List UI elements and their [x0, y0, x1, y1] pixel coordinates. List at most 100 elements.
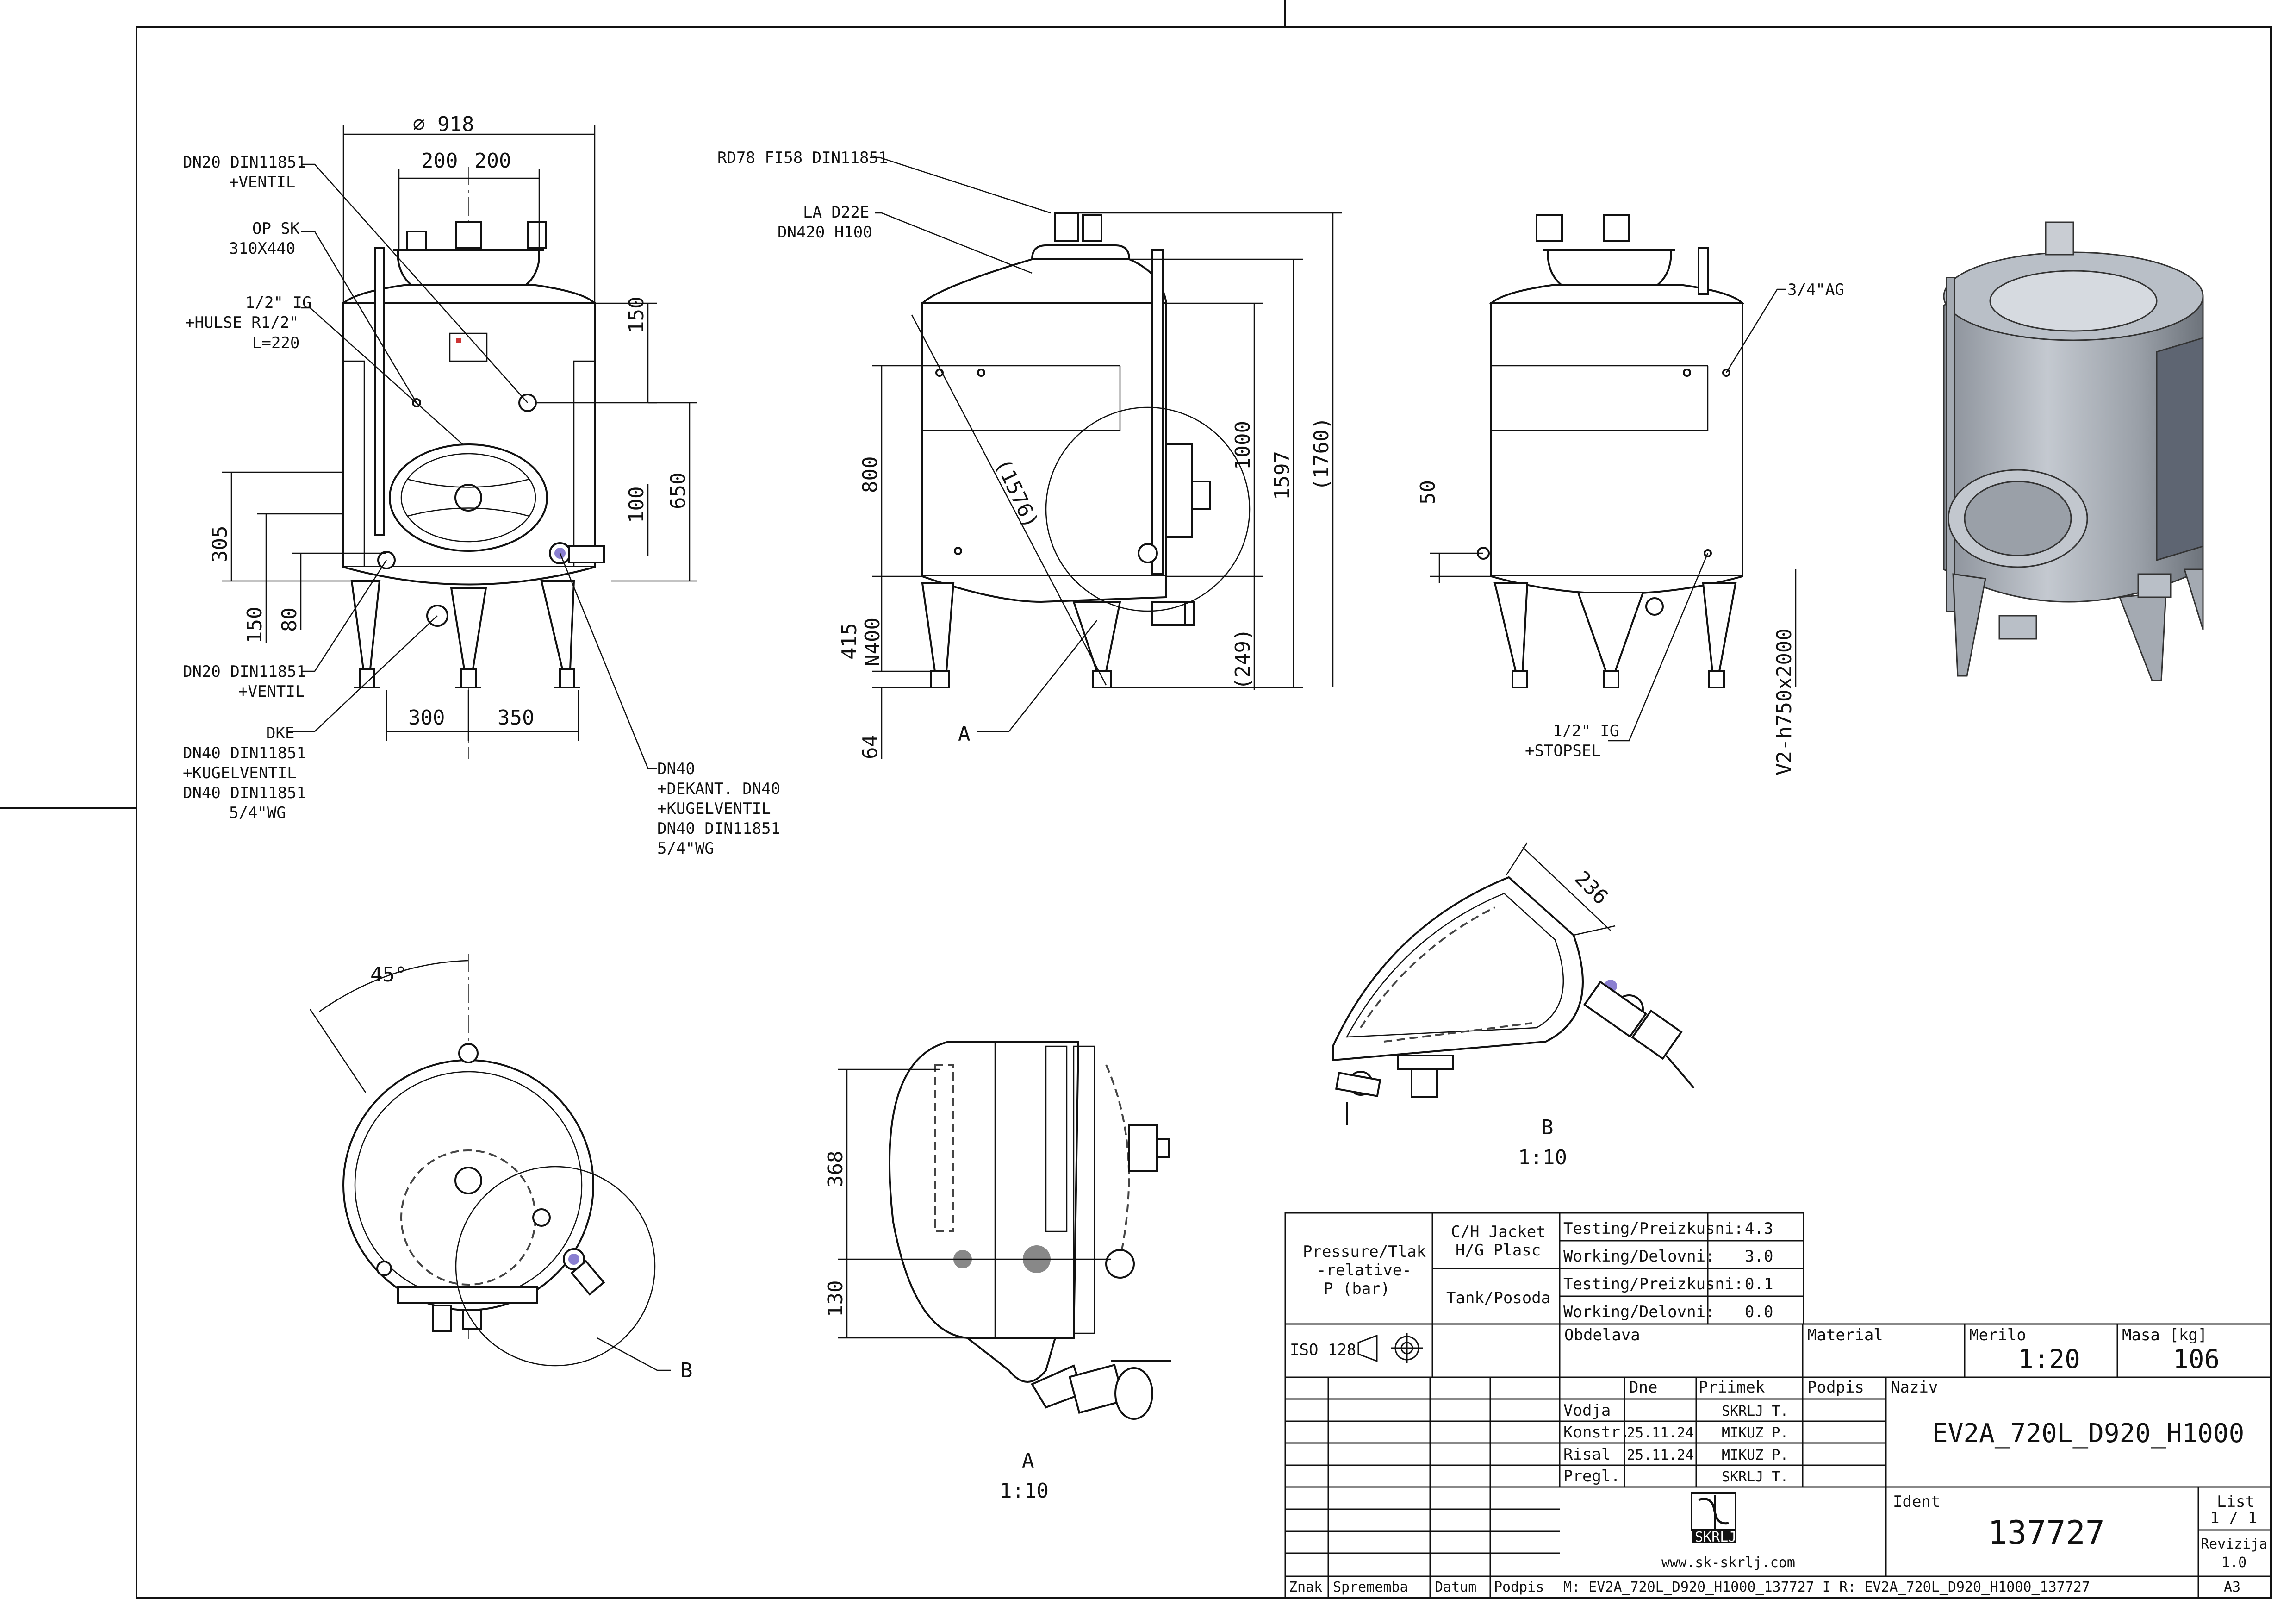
label-ig-2: +HULSE R1/2"	[185, 313, 299, 332]
label-dke-4: DN40 DIN11851	[183, 784, 306, 802]
front-300-dim: 300	[408, 706, 445, 730]
list-value: 1 / 1	[2210, 1509, 2257, 1527]
isometric-view	[1943, 221, 2204, 681]
znak-label: Znak	[1289, 1579, 1322, 1595]
detail-a-title: A	[1022, 1449, 1034, 1473]
label-dn20-bottom-1: DN20 DIN11851	[183, 662, 306, 681]
label-dn40-4: DN40 DIN11851	[657, 819, 780, 838]
side-249-dim: (249)	[1231, 629, 1255, 690]
detail-a-130-dim: 130	[824, 1280, 847, 1317]
side-view: 800 (1576) 1000 1597 (1760) (249) 415 N4…	[838, 156, 1342, 759]
person-3-role: Risal	[1563, 1445, 1611, 1464]
label-dn20-bottom-2: +VENTIL	[238, 682, 305, 701]
front-half-left-dim: 200	[421, 149, 458, 173]
naziv-label: Naziv	[1891, 1378, 1938, 1397]
pressure-row-1-label: Testing/Preizkusni:	[1563, 1219, 1743, 1238]
side-64-dim: 64	[859, 735, 882, 759]
logo-text: SKRLJ	[1695, 1529, 1736, 1545]
person-2-date: 25.11.24	[1627, 1425, 1694, 1441]
detail-a-view: 368 130	[824, 1041, 1171, 1420]
website: www.sk-skrlj.com	[1661, 1555, 1795, 1571]
pressure-row-3-label: Testing/Preizkusni:	[1563, 1275, 1743, 1293]
label-op-sk-1: OP SK	[252, 219, 300, 238]
pressure-row-2-value: 3.0	[1745, 1247, 1773, 1266]
front-half-right-dim: 200	[474, 149, 511, 173]
material-label: Material	[1807, 1326, 1883, 1344]
masa-label: Masa [kg]	[2122, 1326, 2207, 1344]
iso-label: ISO 128	[1290, 1341, 1356, 1359]
jacket-label-1: C/H Jacket	[1451, 1223, 1546, 1241]
revizija-value: 1.0	[2221, 1555, 2246, 1571]
col-podpis: Podpis	[1807, 1378, 1864, 1397]
jacket-label-2: H/G Plasc	[1456, 1241, 1541, 1260]
label-la-1: LA D22E	[803, 203, 869, 222]
top-view	[309, 954, 671, 1371]
label-ig-3: L=220	[252, 334, 299, 352]
company-logo: SKRLJ	[1691, 1492, 1736, 1545]
person-4-role: Pregl.	[1563, 1467, 1620, 1486]
label-dn40-1: DN40	[657, 760, 695, 778]
pressure-row-2-label: Working/Delovni:	[1563, 1247, 1715, 1266]
person-1-role: Vodja	[1563, 1401, 1611, 1420]
person-2-name: MIKUZ P.	[1722, 1425, 1789, 1441]
side-415-dim: 415	[838, 623, 861, 660]
merilo-label: Merilo	[1969, 1326, 2026, 1344]
label-dn20-top-2: +VENTIL	[229, 173, 295, 192]
pressure-row-4-label: Working/Delovni:	[1563, 1303, 1715, 1321]
label-rd78: RD78 FI58 DIN11851	[717, 149, 888, 167]
pressure-row-1-value: 4.3	[1745, 1219, 1773, 1238]
person-2-role: Konstr.	[1563, 1423, 1630, 1442]
podpis-label: Podpis	[1494, 1579, 1544, 1595]
label-la-2: DN420 H100	[778, 223, 872, 242]
format-label: A3	[2224, 1579, 2240, 1595]
back-v2-label: V2-h750x2000	[1773, 628, 1796, 775]
person-4-name: SKRLJ T.	[1722, 1469, 1789, 1485]
tank-label: Tank/Posoda	[1446, 1289, 1550, 1307]
side-1597-dim: 1597	[1270, 451, 1294, 500]
label-section-a: A	[958, 722, 971, 746]
col-priimek: Priimek	[1699, 1378, 1765, 1397]
datum-label: Datum	[1435, 1579, 1476, 1595]
label-dn40-3: +KUGELVENTIL	[657, 800, 771, 818]
model-reference: M: EV2A_720L_D920_H1000_137727 I R: EV2A…	[1563, 1579, 2090, 1595]
pressure-label-3: P (bar)	[1324, 1280, 1390, 1298]
detail-a-368-dim: 368	[824, 1151, 847, 1187]
revizija-label: Revizija	[2201, 1536, 2268, 1552]
back-50-dim: 50	[1416, 480, 1440, 505]
pressure-row-4-value: 0.0	[1745, 1303, 1773, 1321]
label-ag: 3/4"AG	[1787, 281, 1844, 299]
sheet-frame	[0, 0, 2272, 1599]
front-305-dim: 305	[208, 526, 232, 562]
label-dke-2: DN40 DIN11851	[183, 744, 306, 762]
side-1760-dim: (1760)	[1310, 417, 1333, 491]
ident-label: Ident	[1893, 1493, 1940, 1511]
detail-b-title: B	[1541, 1116, 1554, 1139]
person-3-name: MIKUZ P.	[1722, 1447, 1789, 1463]
front-100-dim: 100	[625, 487, 648, 523]
front-80-dim: 80	[278, 607, 301, 632]
masa-value: 106	[2173, 1344, 2220, 1374]
pressure-label-2: -relative-	[1317, 1261, 1412, 1280]
pressure-row-3-value: 0.1	[1745, 1275, 1773, 1293]
label-ig-stop-2: +STOPSEL	[1525, 742, 1601, 760]
side-1000-dim: 1000	[1231, 421, 1255, 470]
detail-a-scale: 1:10	[1000, 1479, 1049, 1503]
person-3-date: 25.11.24	[1627, 1447, 1694, 1463]
side-n400-dim: N400	[861, 618, 884, 667]
title-block: SKRLJ	[1284, 1323, 2272, 1599]
label-ig-stop-1: 1/2" IG	[1553, 722, 1619, 740]
label-dke-5: 5/4"WG	[229, 804, 286, 822]
label-dke-3: +KUGELVENTIL	[183, 764, 297, 782]
front-diameter-dim: 918	[437, 112, 474, 136]
front-150-top-dim: 150	[625, 297, 648, 333]
label-dn40-2: +DEKANT. DN40	[657, 780, 780, 798]
label-op-sk-2: 310X440	[229, 239, 295, 258]
ident-value: 137727	[1988, 1514, 2105, 1552]
back-view: 50 V2-h750x2000	[1416, 214, 1797, 775]
label-dn20-top-1: DN20 DIN11851	[183, 153, 306, 172]
label-detail-b-ref: B	[680, 1359, 693, 1382]
front-view: 918 ⌀ 200 200 150 650 100 305 150 80 300…	[208, 112, 697, 769]
top-angle-dim: 45°	[370, 963, 407, 987]
pressure-label-1: Pressure/Tlak	[1303, 1243, 1426, 1261]
person-1-name: SKRLJ T.	[1722, 1403, 1789, 1419]
